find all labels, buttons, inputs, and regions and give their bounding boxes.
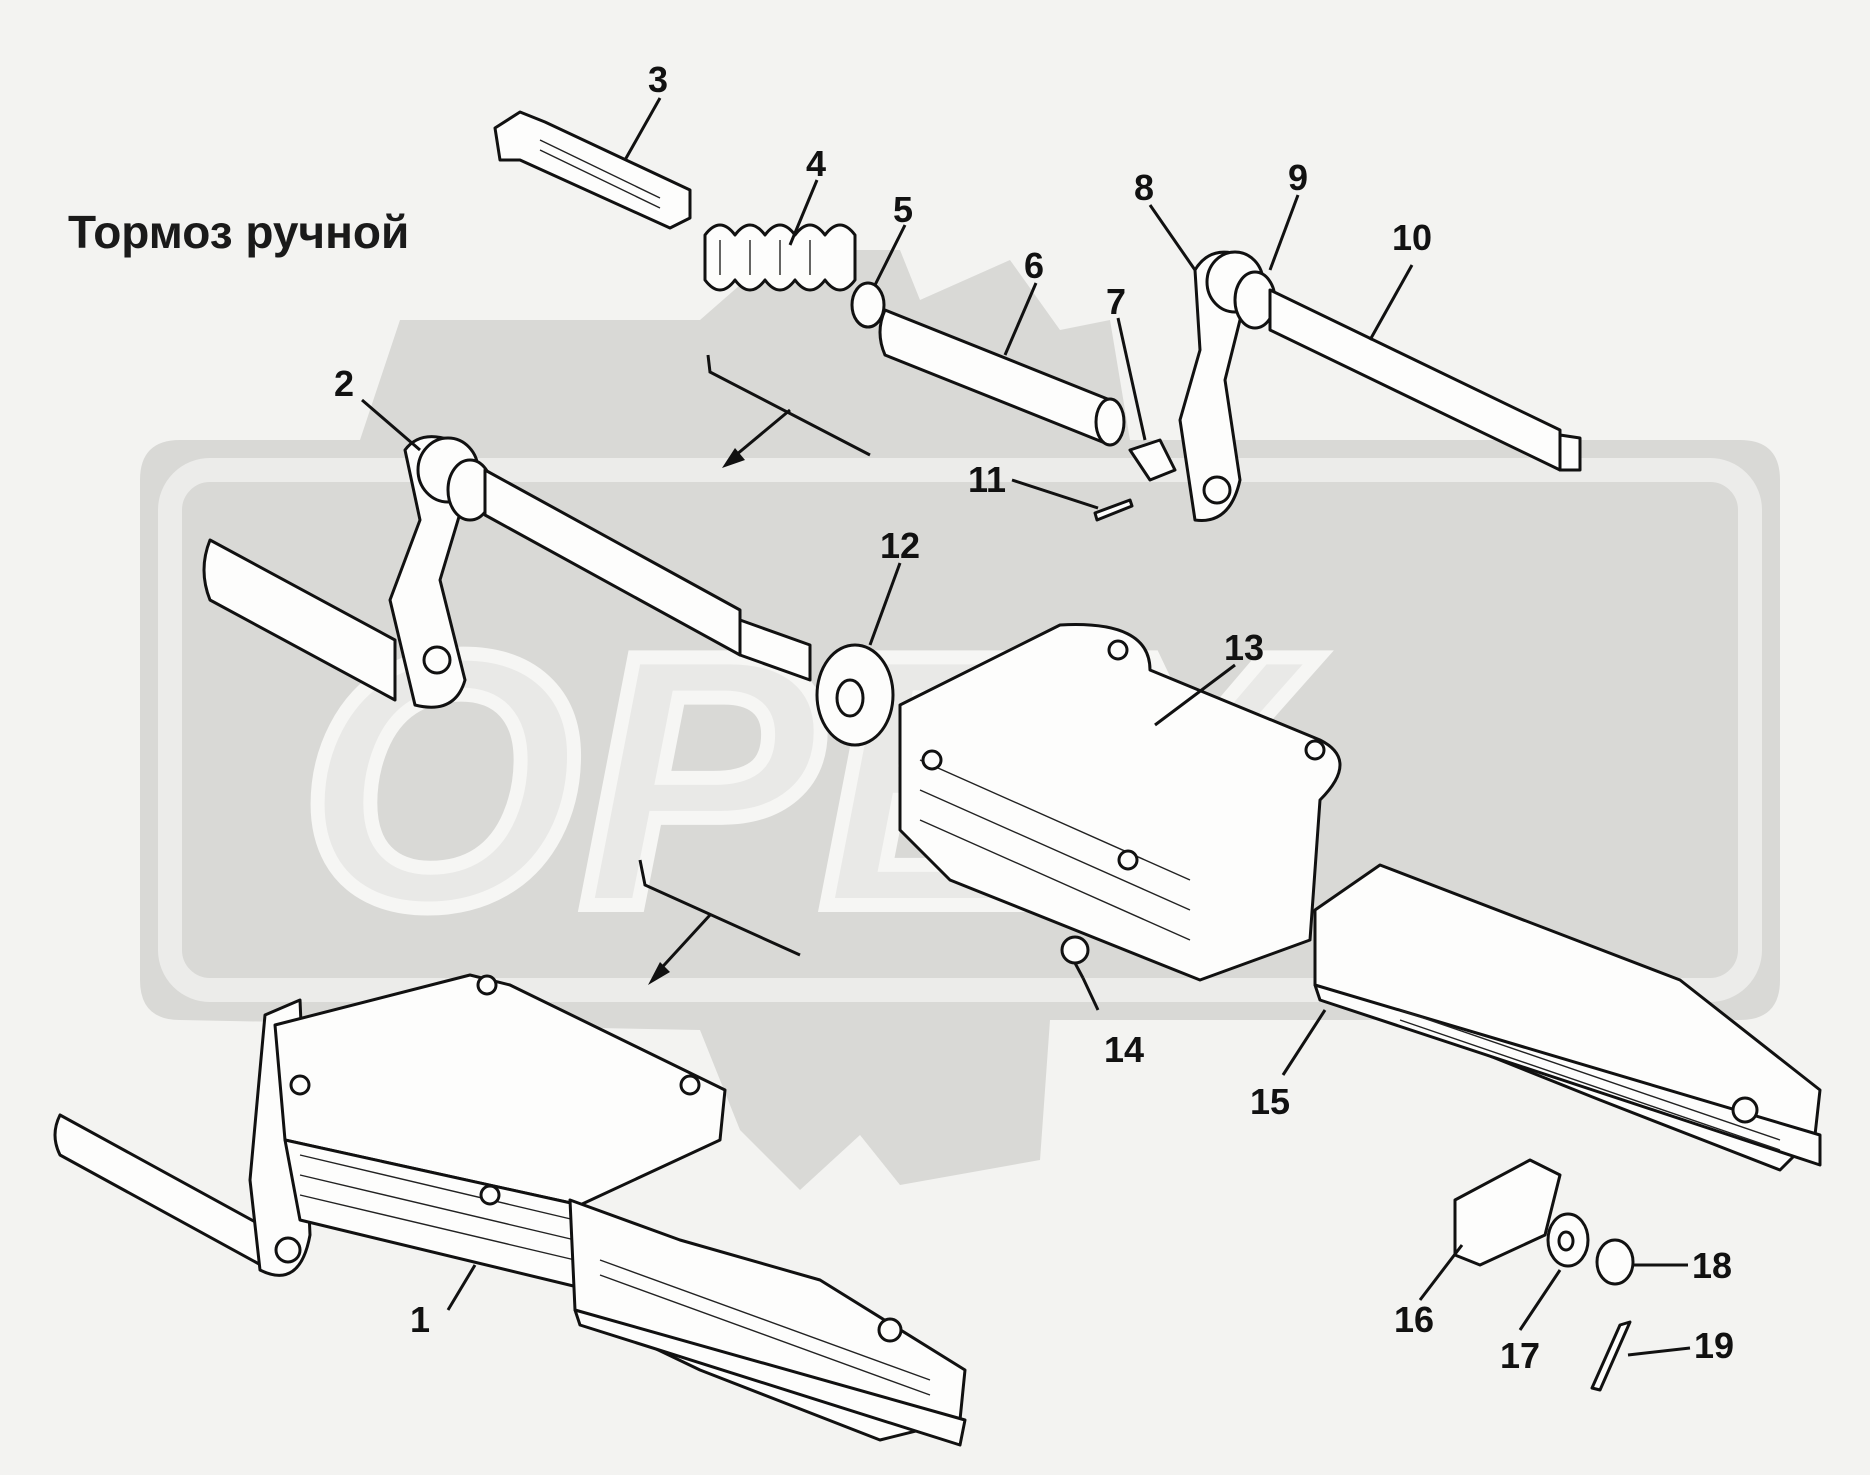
part-14-bolt	[1060, 935, 1090, 979]
callout-19: 19	[1694, 1325, 1734, 1366]
part-5-washer	[850, 281, 886, 329]
callout-1: 1	[410, 1299, 430, 1340]
callout-8: 8	[1134, 167, 1154, 208]
part-19-cotter-pin	[1590, 1320, 1632, 1392]
part-12-washer	[815, 643, 895, 747]
callout-7: 7	[1106, 281, 1126, 322]
part-8-lever	[1178, 250, 1277, 522]
part-4-spring	[703, 223, 857, 292]
part-3-pin	[493, 110, 692, 230]
callout-4: 4	[806, 143, 826, 184]
callout-14: 14	[1104, 1029, 1144, 1070]
part-7-plate	[1128, 438, 1177, 482]
diagram-title: Тормоз ручной	[68, 206, 410, 258]
part-13-bracket	[898, 623, 1342, 982]
part-10-threaded-rod	[1268, 288, 1582, 472]
part-6-sleeve	[878, 308, 1126, 447]
callout-5: 5	[893, 189, 913, 230]
part-1-assembly	[53, 973, 967, 1447]
callout-10: 10	[1392, 217, 1432, 258]
assembly-arrow-lower	[638, 859, 801, 985]
part-15-arm	[1313, 863, 1822, 1172]
callout-16: 16	[1394, 1299, 1434, 1340]
callout-17: 17	[1500, 1335, 1540, 1376]
callout-12: 12	[880, 525, 920, 566]
callout-3: 3	[648, 59, 668, 100]
part-17-washer	[1546, 1212, 1590, 1268]
part-2-lever	[202, 435, 812, 709]
assembly-arrow-upper	[706, 354, 871, 468]
callout-6: 6	[1024, 245, 1044, 286]
callout-9: 9	[1288, 157, 1308, 198]
callout-13: 13	[1224, 627, 1264, 668]
callout-2: 2	[334, 363, 354, 404]
callout-15: 15	[1250, 1081, 1290, 1122]
part-18-castle-nut	[1595, 1238, 1635, 1286]
callout-11: 11	[968, 459, 1006, 500]
leader-lines	[361, 97, 1691, 1357]
part-11-pin	[1093, 498, 1134, 522]
part-16-lock-plate	[1453, 1158, 1562, 1267]
callout-18: 18	[1692, 1245, 1732, 1286]
